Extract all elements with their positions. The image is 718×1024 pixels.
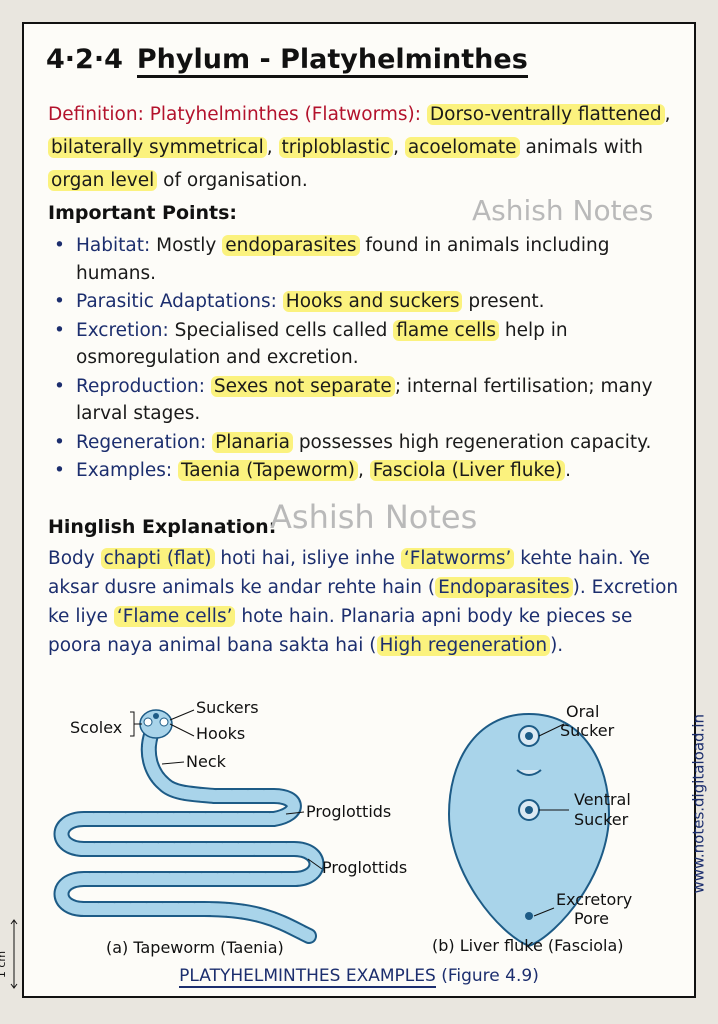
- hinglish-highlight: Endoparasites: [435, 577, 573, 598]
- hinglish-text: Body: [48, 548, 95, 569]
- tapeworm-drawing: [53, 709, 325, 944]
- point-highlight: flame cells: [393, 319, 499, 341]
- point-parasitic: • Parasitic Adaptations: Hooks and sucker…: [48, 288, 688, 316]
- point-text: ; internal fertilisation; many larval st…: [76, 375, 653, 425]
- point-highlight: Taenia (Tapeworm): [178, 460, 358, 481]
- title-text: Phylum - Platyhelminthes: [136, 44, 528, 78]
- hinglish-text: hoti hai, isliye inhe: [220, 548, 395, 569]
- bullet-icon: •: [54, 319, 65, 341]
- point-key: Parasitic Adaptations:: [76, 291, 277, 312]
- ruler-label: 1 cm: [0, 950, 9, 978]
- point-habitat: • Habitat: Mostly endoparasites found in …: [48, 232, 688, 287]
- separator: ,: [357, 460, 364, 481]
- bullet-icon: •: [54, 291, 65, 312]
- caption-liver-fluke: (b) Liver fluke (Fasciola): [432, 936, 624, 955]
- liver-fluke-drawing: [447, 712, 611, 948]
- hinglish-highlight: ‘Flame cells’: [113, 606, 236, 627]
- label-oral-sucker: Sucker: [560, 721, 615, 740]
- watermark: Ashish Notes: [270, 498, 478, 536]
- label-proglottids-1: Proglottids: [306, 802, 392, 821]
- separator: ,: [266, 137, 273, 158]
- point-highlight: Hooks and suckers: [282, 291, 463, 312]
- note-page: 4·2·4 Phylum - Platyhelminthes Definition…: [22, 22, 708, 998]
- point-examples: • Examples: Taenia (Tapeworm), Fasciola (…: [48, 457, 688, 485]
- point-key: Habitat:: [76, 235, 151, 256]
- bullet-icon: •: [54, 375, 65, 397]
- label-ventral-sucker: Sucker: [574, 810, 629, 829]
- bullet-icon: •: [54, 460, 65, 481]
- point-text: present.: [468, 291, 545, 312]
- separator: ,: [393, 137, 400, 158]
- point-text: .: [565, 460, 572, 481]
- side-url: www.notes.digitaload.in: [690, 714, 708, 894]
- point-highlight: Fasciola (Liver fluke): [369, 460, 566, 481]
- label-proglottids-2: Proglottids: [322, 858, 408, 877]
- highlight-bilateral: bilaterally symmetrical: [48, 137, 267, 158]
- hinglish-text: ).: [550, 635, 564, 656]
- figure-drawings: [53, 709, 611, 948]
- highlight-dorso-ventral: Dorso-ventrally flattened: [426, 104, 665, 125]
- ruler-marker: [10, 919, 18, 989]
- point-highlight: Sexes not separate: [210, 375, 395, 397]
- hinglish-text: hote hain. Planaria apni body ke pieces …: [48, 606, 633, 656]
- point-key: Examples:: [76, 460, 173, 481]
- figure-title-text: PLATYHELMINTHES EXAMPLES: [179, 966, 436, 988]
- definition-text: animals with: [525, 137, 643, 158]
- label-excretory: Excretory: [556, 890, 633, 909]
- point-key: Regeneration:: [76, 431, 207, 453]
- point-highlight: Planaria: [212, 431, 293, 453]
- definition-term: Platyhelminthes (Flatworms):: [149, 104, 421, 125]
- definition-block: Definition: Platyhelminthes (Flatworms):…: [48, 98, 678, 197]
- point-excretion: • Excretion: Specialised cells called fla…: [48, 317, 688, 372]
- important-points-heading: Important Points:: [48, 202, 238, 224]
- point-text: found in animals including humans.: [76, 235, 610, 284]
- point-regeneration: • Regeneration: Planaria possesses high r…: [48, 429, 688, 457]
- label-hooks: Hooks: [196, 724, 246, 743]
- point-reproduction: • Reproduction: Sexes not separate; inter…: [48, 373, 688, 428]
- tapeworm-leader-lines: [130, 709, 323, 870]
- bullet-icon: •: [54, 235, 65, 256]
- hinglish-text: ). Excretion ke liye: [48, 577, 679, 627]
- hinglish-heading: Hinglish Explanation:: [48, 516, 277, 538]
- highlight-acoelomate: acoelomate: [404, 137, 520, 158]
- hinglish-highlight: ‘Flatworms’: [400, 548, 515, 569]
- highlight-organ-level: organ level: [48, 170, 158, 191]
- highlight-triploblastic: triploblastic: [278, 137, 394, 158]
- point-text: Specialised cells called: [174, 319, 388, 341]
- label-oral: Oral: [566, 702, 600, 721]
- point-text: possesses high regeneration capacity.: [298, 431, 652, 453]
- fluke-leader-lines: [533, 723, 569, 917]
- caption-tapeworm: (a) Tapeworm (Taenia): [106, 938, 284, 957]
- label-neck: Neck: [186, 752, 226, 771]
- point-key: Excretion:: [76, 319, 169, 341]
- hinglish-highlight: High regeneration: [376, 635, 551, 656]
- point-text: help in osmoregulation and excretion.: [76, 319, 568, 369]
- definition-label: Definition:: [48, 104, 144, 125]
- label-suckers: Suckers: [196, 698, 259, 717]
- definition-text-end: of organisation.: [163, 170, 308, 191]
- bullet-icon: •: [54, 431, 65, 453]
- hinglish-explanation: Body chapti (flat) hoti hai, isliye inhe…: [48, 544, 688, 660]
- hinglish-text: kehte hain. Ye aksar dusre animals ke an…: [48, 548, 650, 598]
- point-key: Reproduction:: [76, 375, 205, 397]
- label-scolex: Scolex: [70, 718, 123, 737]
- label-excretory-pore: Pore: [574, 909, 609, 928]
- figure-title: PLATYHELMINTHES EXAMPLES (Figure 4.9): [24, 966, 694, 988]
- important-points-list: • Habitat: Mostly endoparasites found in …: [48, 232, 688, 486]
- label-ventral: Ventral: [574, 790, 631, 809]
- figure-reference: (Figure 4.9): [441, 966, 539, 986]
- point-highlight: endoparasites: [222, 235, 360, 256]
- point-text: Mostly: [156, 235, 217, 256]
- separator: ,: [664, 104, 671, 125]
- page-title: 4·2·4 Phylum - Platyhelminthes: [46, 44, 528, 78]
- section-number: 4·2·4: [46, 44, 123, 75]
- watermark: Ashish Notes: [472, 194, 654, 227]
- hinglish-highlight: chapti (flat): [100, 548, 215, 569]
